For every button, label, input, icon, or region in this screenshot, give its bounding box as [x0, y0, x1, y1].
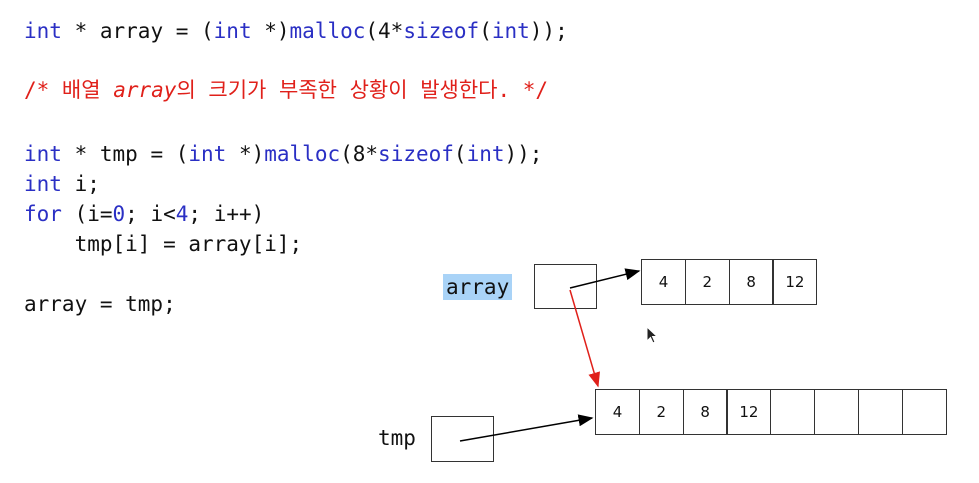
- code-comment: /* 배열 array의 크기가 부족한 상황이 발생한다. */: [24, 78, 549, 102]
- mouse-cursor-icon: [646, 326, 659, 344]
- tmp-cell: [901, 389, 947, 435]
- code-line-5: for (i=0; i<4; i++): [24, 202, 265, 226]
- keyword: int: [24, 19, 62, 43]
- tmp-label: tmp: [378, 426, 416, 450]
- tmp-pointer-arrow: [459, 414, 594, 442]
- array-cells: 4 2 8 12: [641, 259, 818, 305]
- code-line-7: array = tmp;: [24, 292, 176, 316]
- tmp-cells: 4 2 8 12: [595, 389, 947, 435]
- code-line-6: tmp[i] = array[i];: [24, 232, 303, 256]
- array-cell: 12: [772, 259, 818, 305]
- code-line-3: int * tmp = (int *)malloc(8*sizeof(int))…: [24, 142, 543, 166]
- tmp-pointer-box: [431, 416, 494, 462]
- code-line-4: int i;: [24, 172, 100, 196]
- array-pointer-arrow: [569, 268, 641, 289]
- array-pointer-box: [534, 264, 597, 309]
- array-label: array: [443, 274, 513, 300]
- reassign-arrow: [569, 289, 600, 388]
- code-line-1: int * array = (int *)malloc(4*sizeof(int…: [24, 19, 568, 43]
